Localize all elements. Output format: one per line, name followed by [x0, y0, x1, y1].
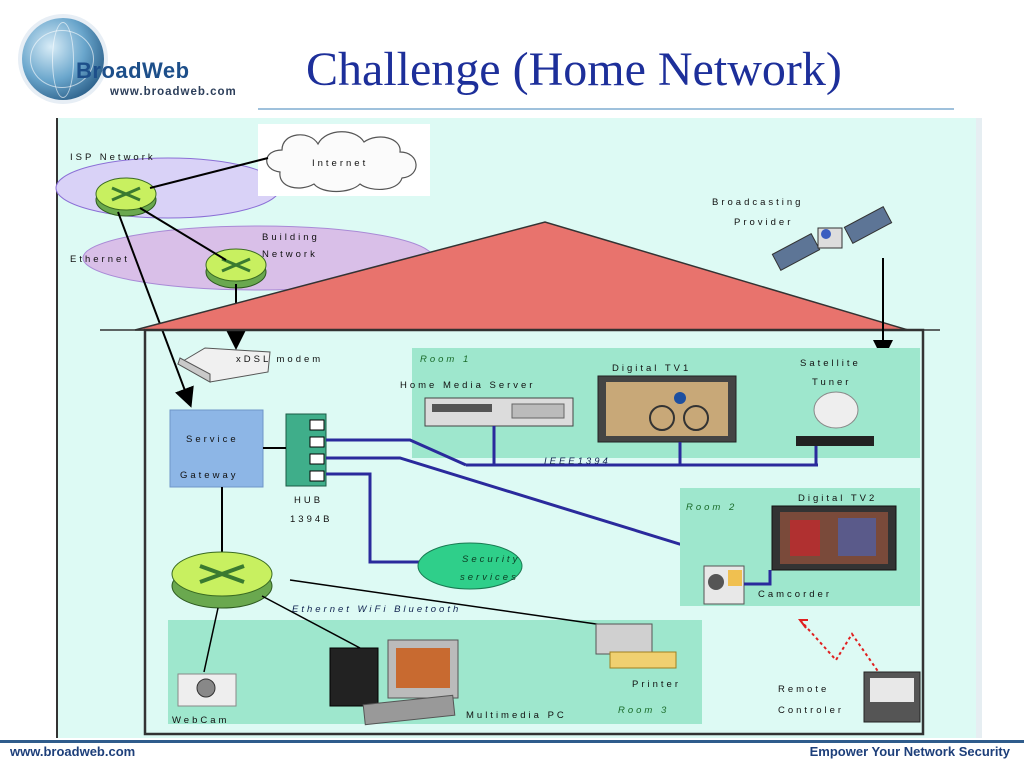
camcorder-icon — [703, 565, 745, 605]
logo-url: www.broadweb.com — [110, 86, 237, 98]
isp-network-ellipse — [55, 157, 281, 219]
printer-label: Printer — [632, 679, 681, 690]
network-label: Network — [262, 249, 318, 260]
digital-tv1-icon — [597, 375, 737, 443]
broadweb-logo: BroadWeb www.broadweb.com — [18, 14, 258, 104]
remote-signal — [799, 619, 885, 681]
footer-url: www.broadweb.com — [10, 744, 136, 759]
camcorder-label: Camcorder — [758, 589, 832, 600]
ethernet-wifi-bluetooth-label: Ethernet WiFi Bluetooth — [292, 604, 461, 615]
provider-label: Provider — [734, 217, 793, 228]
internet-label: Internet — [312, 158, 368, 169]
router-printer-link — [289, 579, 625, 629]
globe-icon — [22, 18, 104, 100]
ethernet-label: Ethernet — [70, 254, 130, 265]
service-gateway-box — [169, 409, 264, 488]
router-pc-link — [261, 595, 361, 649]
service-label: Service — [186, 434, 239, 445]
tuner-label: Tuner — [812, 377, 851, 388]
hub-security-link — [326, 472, 420, 564]
xdsl-modem-label: xDSL modem — [236, 354, 323, 365]
isp-gateway-link — [117, 211, 194, 408]
broadcasting-label: Broadcasting — [712, 197, 803, 208]
digital-tv2-label: Digital TV2 — [798, 493, 877, 504]
router-webcam-link — [203, 607, 219, 673]
hub-room1-link — [326, 438, 467, 467]
slide-title: Challenge (Home Network) — [306, 43, 842, 96]
isp-internet-link — [149, 157, 269, 189]
home-media-server-label: Home Media Server — [400, 380, 535, 391]
isp-building-link — [139, 207, 227, 261]
satellite-icon — [771, 206, 893, 271]
multimedia-pc-label: Multimedia PC — [466, 710, 567, 721]
security-label: Security — [462, 554, 520, 565]
camcorder-tv2-link — [744, 570, 772, 586]
logo-name: BroadWeb — [76, 58, 190, 83]
isp-router-icon — [95, 177, 157, 217]
digital-tv1-label: Digital TV1 — [612, 363, 691, 374]
ieee1394-label: IEEE1394 — [544, 456, 611, 467]
room3-label: Room 3 — [618, 705, 669, 716]
printer-icon — [595, 623, 677, 669]
hub-model-label: 1394B — [290, 514, 332, 525]
xdsl-modem-icon — [177, 347, 271, 383]
security-services-ellipse — [417, 542, 523, 590]
webcam-label: WebCam — [172, 715, 229, 726]
digital-tv2-icon — [771, 505, 897, 571]
building-router-icon — [205, 248, 267, 289]
isp-network-label: ISP Network — [70, 152, 156, 163]
title-divider — [258, 108, 954, 110]
services-label: services — [460, 572, 519, 583]
main-router-icon — [171, 551, 273, 609]
satellite-dish-icon — [796, 391, 874, 446]
gateway-label: Gateway — [180, 470, 239, 481]
hub-icon — [285, 413, 327, 487]
multimedia-pc-icon — [329, 639, 459, 726]
footer-tagline: Empower Your Network Security — [809, 744, 1010, 759]
controler-label: Controler — [778, 705, 844, 716]
internet-cloud-icon — [258, 124, 430, 196]
footer-bar — [0, 740, 1024, 771]
diagram-edge — [976, 118, 982, 738]
hub-label: HUB — [294, 495, 323, 506]
satellite-label: Satellite — [800, 358, 861, 369]
room1-label: Room 1 — [420, 354, 471, 365]
webcam-icon — [177, 673, 237, 707]
remote-signal-arrow — [798, 619, 808, 629]
remote-controller-icon — [863, 671, 921, 723]
building-label: Building — [262, 232, 320, 243]
room2-label: Room 2 — [686, 502, 737, 513]
media-server-icon — [424, 397, 574, 427]
remote-label: Remote — [778, 684, 829, 695]
